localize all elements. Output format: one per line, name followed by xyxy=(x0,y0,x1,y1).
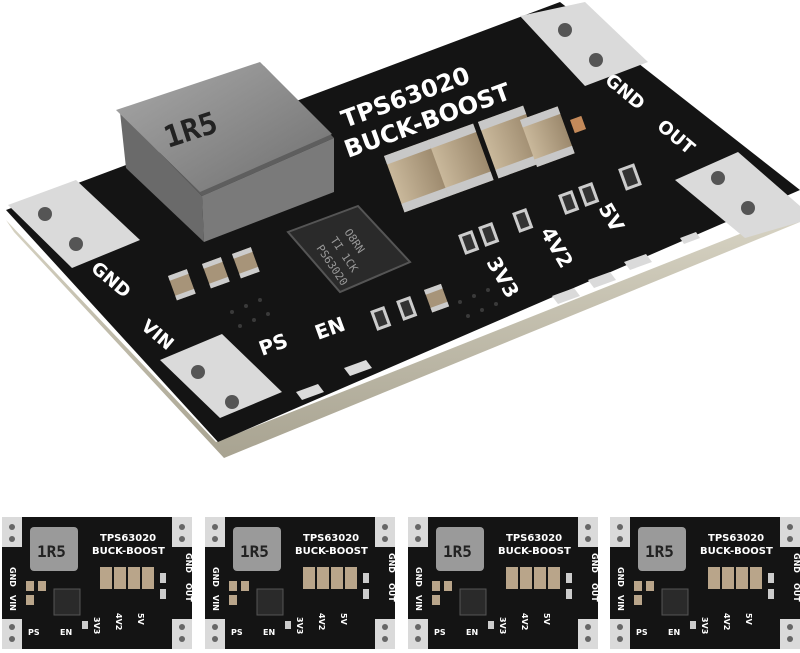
capacitor-bank xyxy=(384,105,575,213)
pcb-top xyxy=(6,2,800,442)
small-smd-parts xyxy=(168,115,642,331)
corner-pads xyxy=(8,2,800,418)
ic-chip: PS63020 TI 1CK O8RN xyxy=(286,204,412,294)
thumbnail-board-3 xyxy=(408,517,598,649)
thumbnail-board-4 xyxy=(610,517,800,649)
thumbnail-board-1 xyxy=(2,517,192,649)
main-board-photo: TPS63020 BUCK-BOOST GND VIN PS EN GND OU… xyxy=(6,2,800,458)
power-inductor: 1R5 xyxy=(116,62,334,242)
thumbnail-board-2 xyxy=(205,517,395,649)
via-dots xyxy=(230,288,498,328)
